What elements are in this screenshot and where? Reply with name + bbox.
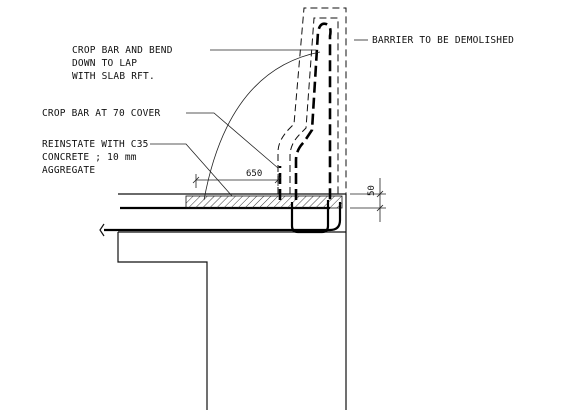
leader-lines xyxy=(150,39,368,201)
deck-slab-outline xyxy=(117,193,347,410)
dimension-650-text: 650 xyxy=(246,169,262,179)
dimension-50 xyxy=(350,178,386,222)
dimension-650 xyxy=(192,174,282,188)
label-crop-bend-line3: WITH SLAB RFT. xyxy=(72,71,155,82)
label-reinstate-line1: REINSTATE WITH C35 xyxy=(42,139,149,150)
link-bar xyxy=(290,200,330,234)
label-crop-bend-line2: DOWN TO LAP xyxy=(72,58,137,69)
dimension-50-text: 50 xyxy=(367,185,377,196)
label-reinstate-line3: AGGREGATE xyxy=(42,165,95,176)
barrier-to-be-demolished xyxy=(277,7,347,194)
reinstated-concrete-layer xyxy=(185,195,343,209)
label-reinstate-line2: CONCRETE ; 10 mm xyxy=(42,152,137,163)
barrier-reinforcement xyxy=(278,22,332,200)
label-crop-cover: CROP BAR AT 70 COVER xyxy=(42,108,160,119)
label-crop-bend-line1: CROP BAR AND BEND xyxy=(72,45,173,56)
label-barrier-demolished: BARRIER TO BE DEMOLISHED xyxy=(372,35,514,46)
